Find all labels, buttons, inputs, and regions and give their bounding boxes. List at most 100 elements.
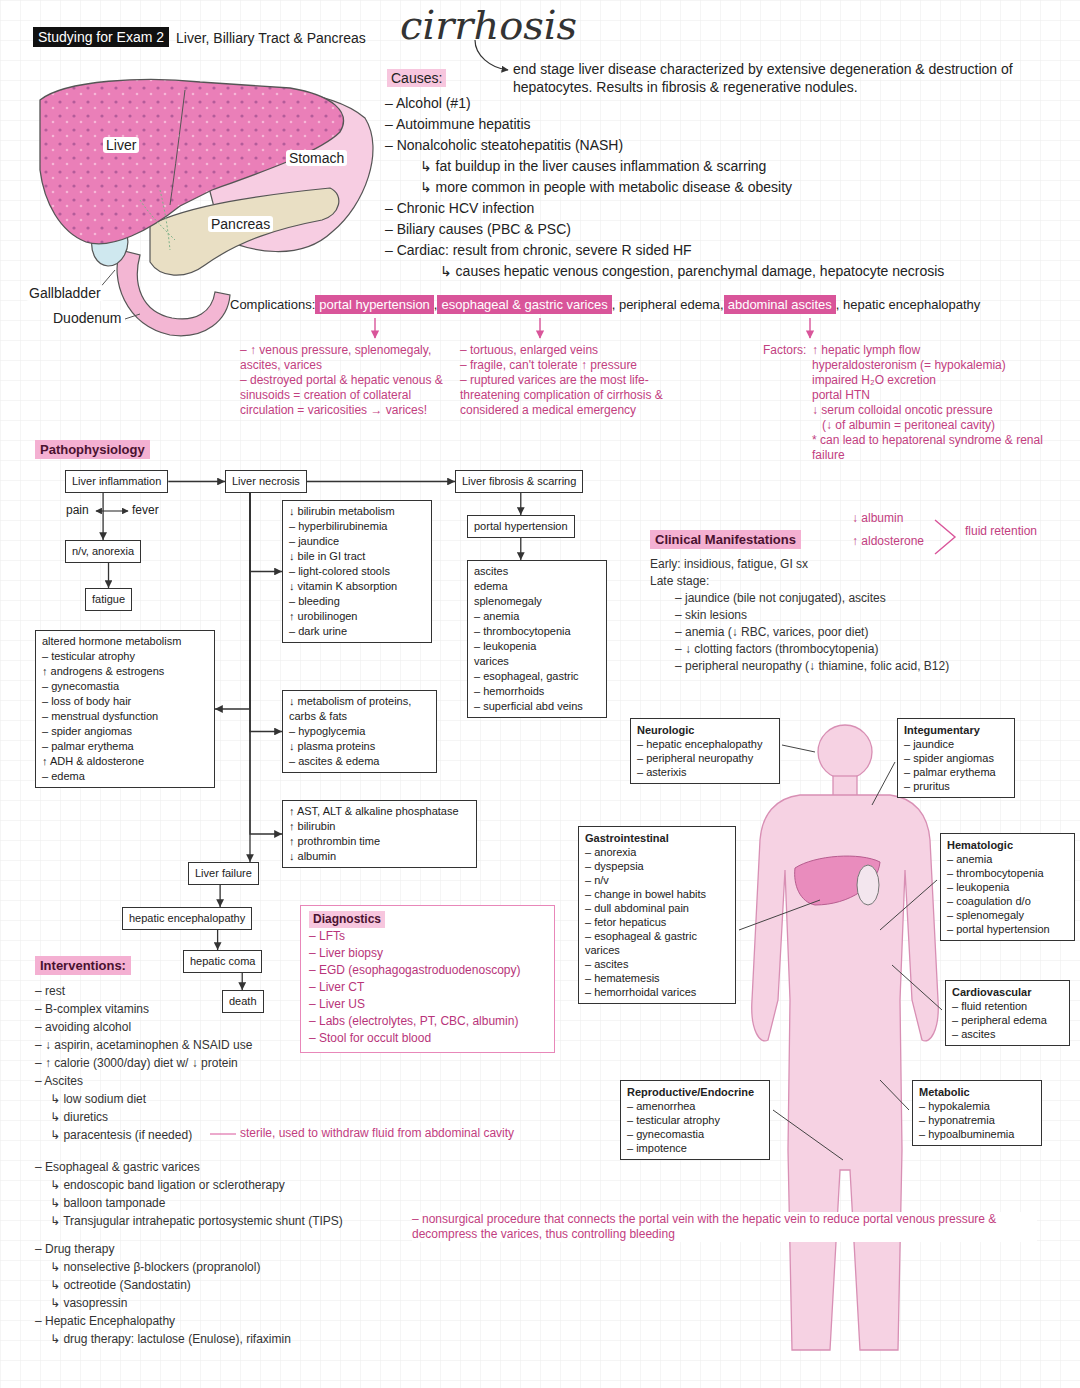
box-text: varices xyxy=(474,654,600,669)
note-text: ↑ aldosterone xyxy=(852,534,924,549)
note-text: – nonsurgical procedure that connects th… xyxy=(412,1212,1037,1242)
flow-arrow xyxy=(102,493,103,540)
box-heading: hepatic coma xyxy=(190,954,255,969)
diagnostics-box: Diagnostics– LFTs– Liver biopsy– EGD (es… xyxy=(300,905,555,1053)
note-text: – Biliary causes (PBC & PSC) xyxy=(385,219,1075,240)
box-text: – splenomegaly xyxy=(947,908,1068,922)
box-text: – leukopenia xyxy=(947,880,1068,894)
flow-arrow xyxy=(520,493,521,515)
note-text: impaired H₂O excretion xyxy=(812,373,1067,388)
note-text: Liver, Billiary Tract & Pancreas xyxy=(176,30,366,46)
note-text: portal hypertension xyxy=(315,295,434,314)
box-text: – n/v xyxy=(585,873,729,887)
note-text: – ↓ clotting factors (thrombocytopenia) xyxy=(650,641,1070,658)
box-text: ↑ ADH & aldosterone xyxy=(42,754,208,769)
text-group: – nonsurgical procedure that connects th… xyxy=(412,1212,1037,1242)
note-text: Early: insidious, fatigue, GI sx xyxy=(650,556,1070,573)
note-text: – destroyed portal & hepatic venous & si… xyxy=(240,373,445,418)
box-text: – LFTs xyxy=(309,928,546,945)
box-heading: hepatic encephalopathy xyxy=(129,911,245,926)
note-text: ↓ albumin xyxy=(852,511,903,526)
box-text: ↑ urobilinogen xyxy=(289,609,425,624)
box-text: – fluid retention xyxy=(952,999,1063,1013)
note-text: – jaundice (bile not conjugated), ascite… xyxy=(650,590,1070,607)
box-text: ↓ vitamin K absorption xyxy=(289,579,425,594)
figure-body xyxy=(752,795,939,1350)
note-text: ↳ nonselective β-blockers (propranolol) xyxy=(35,1258,415,1276)
note-text: ↳ more common in people with metabolic d… xyxy=(385,177,1075,198)
text-group: Pancreas xyxy=(208,216,273,232)
box-heading: Diagnostics xyxy=(309,911,385,928)
box-heading: Liver fibrosis & scarring xyxy=(462,474,576,489)
note-arrow xyxy=(539,318,540,338)
note-text: Duodenum xyxy=(50,310,125,326)
box-heading: Gastrointestinal xyxy=(585,831,729,845)
box-text: – hypokalemia xyxy=(919,1099,1035,1113)
box-heading: ↓ bilirubin metabolism xyxy=(289,504,425,519)
note-text: Complications: xyxy=(230,297,315,312)
box-text: – hematemesis xyxy=(585,971,729,985)
flow-arrow xyxy=(215,493,250,709)
system-box: Integumentary– jaundice– spider angiomas… xyxy=(897,718,1015,798)
note-text: fluid retention xyxy=(965,524,1037,539)
flow-arrow xyxy=(520,538,521,560)
box-heading: Hematologic xyxy=(947,838,1068,852)
text-group: Studying for Exam 2 xyxy=(33,27,169,47)
flow-arrow xyxy=(249,493,250,862)
box-heading: Liver necrosis xyxy=(232,474,300,489)
flow-arrow xyxy=(250,493,282,732)
box-text: – esophageal, gastric xyxy=(474,669,600,684)
leader-line xyxy=(880,1080,909,1110)
box-heading: Liver failure xyxy=(195,866,252,881)
note-text: ↳ balloon tamponade xyxy=(35,1194,410,1212)
box-text: – impotence xyxy=(627,1141,763,1155)
text-group: Complications:portal hypertension,esopha… xyxy=(230,295,980,314)
process-box: ascitesedemasplenomegaly– anemia– thromb… xyxy=(467,560,607,718)
box-text: – spider angiomas xyxy=(42,724,208,739)
text-group: fever xyxy=(132,503,159,517)
box-text: – testicular atrophy xyxy=(627,1113,763,1127)
box-text: – leukopenia xyxy=(474,639,600,654)
box-text: – hyperbilirubinemia xyxy=(289,519,425,534)
text-group: Liver xyxy=(103,137,139,153)
box-text: – loss of body hair xyxy=(42,694,208,709)
double-arrow xyxy=(96,510,128,511)
process-box: Liver inflammation xyxy=(65,470,168,493)
box-text: – ascites xyxy=(585,957,729,971)
note-text: (↓ of albumin = peritoneal cavity) xyxy=(812,418,1067,433)
leader-line xyxy=(782,745,815,752)
text-group: Pathophysiology xyxy=(35,440,150,459)
note-text: – Hepatic Encephalopathy xyxy=(35,1312,415,1330)
box-text: – anemia xyxy=(474,609,600,624)
box-text: ↓ plasma proteins xyxy=(289,739,430,754)
note-text: , peripheral edema, xyxy=(612,297,724,312)
figure-stomach xyxy=(857,865,879,905)
note-text: ↳ endoscopic band ligation or sclerother… xyxy=(35,1176,410,1194)
leader-line xyxy=(880,880,937,930)
box-heading: portal hypertension xyxy=(474,519,568,534)
note-text: – skin lesions xyxy=(650,607,1070,624)
text-group: Causes: xyxy=(387,69,446,87)
box-text: – hypoalbuminemia xyxy=(919,1127,1035,1141)
box-text: – jaundice xyxy=(289,534,425,549)
box-text: – hypoglycemia xyxy=(289,724,430,739)
box-heading: Metabolic xyxy=(919,1085,1035,1099)
page-title: cirrhosis xyxy=(400,2,577,48)
box-text: – esophageal & gastric varices xyxy=(585,929,729,957)
note-arrow xyxy=(374,318,375,338)
box-text: – palmar erythema xyxy=(904,765,1008,779)
box-heading: Liver inflammation xyxy=(72,474,161,489)
text-group: – Esophageal & gastric varices↳ endoscop… xyxy=(35,1158,410,1230)
box-text: edema xyxy=(474,579,600,594)
process-box: portal hypertension xyxy=(467,515,575,538)
box-text: – anorexia xyxy=(585,845,729,859)
note-text: Causes: xyxy=(387,69,446,87)
note-text: Late stage: xyxy=(650,573,1070,590)
box-text: – anemia xyxy=(947,852,1068,866)
note-text: fever xyxy=(132,503,159,517)
note-text: – avoiding alcohol xyxy=(35,1018,297,1036)
note-text: – Drug therapy xyxy=(35,1240,415,1258)
box-heading: ↓ metabolism of proteins, carbs & fats xyxy=(289,694,430,724)
box-text: – change in bowel habits xyxy=(585,887,729,901)
